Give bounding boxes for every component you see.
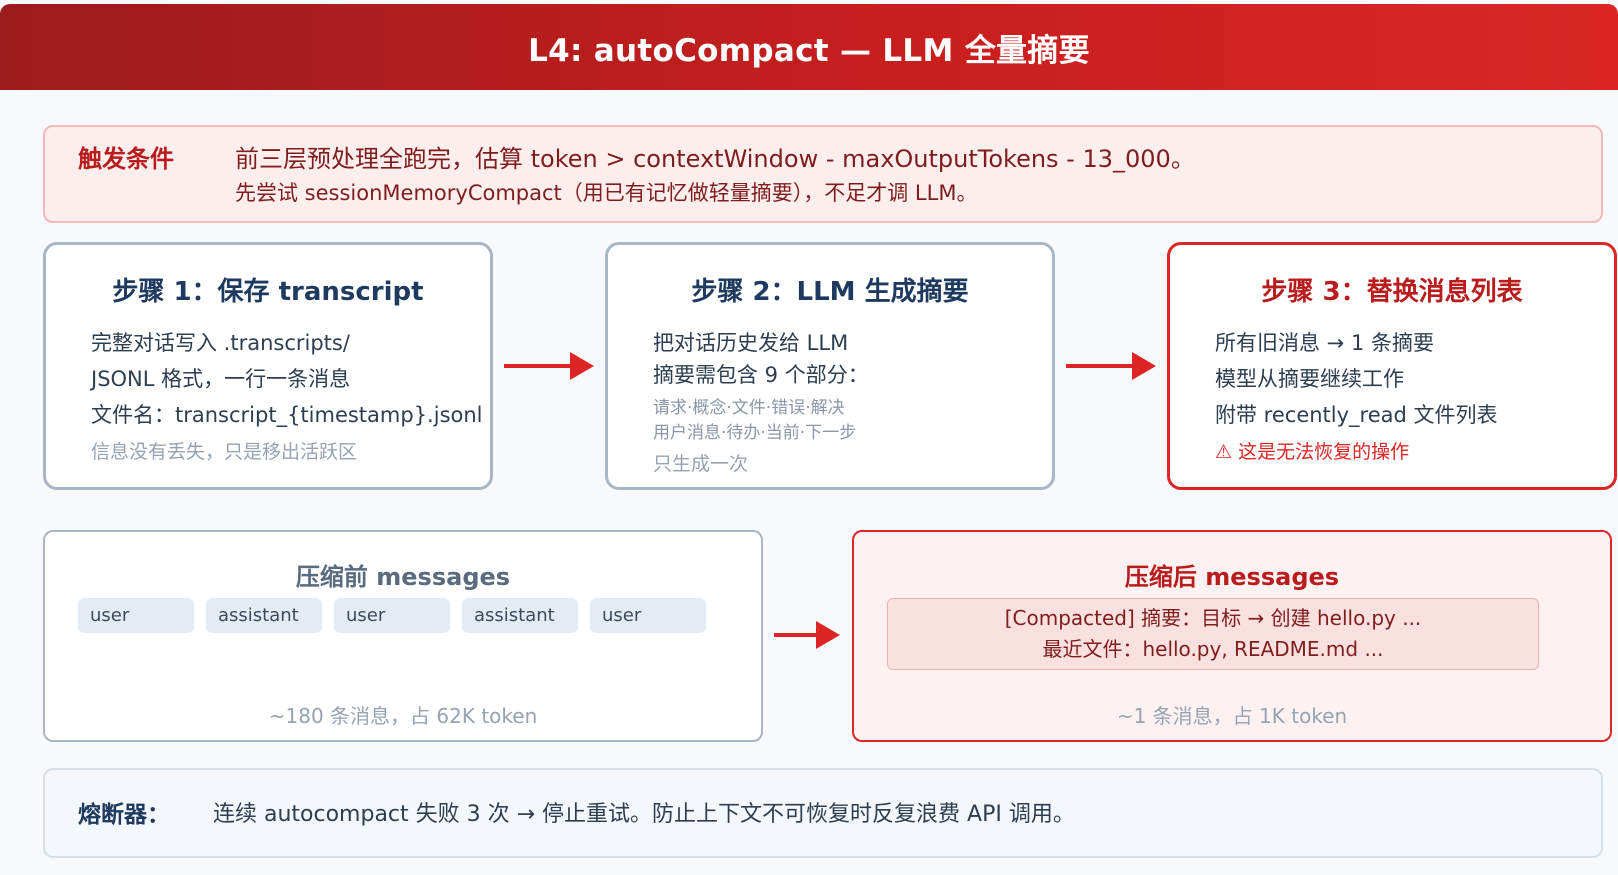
- before-footer: ~180 条消息，占 62K token: [268, 704, 538, 728]
- trigger-condition-box: 触发条件 前三层预处理全跑完，估算 token > contextWindow …: [43, 125, 1603, 223]
- compacted-summary-box: [Compacted] 摘要：目标 → 创建 hello.py ... 最近文件…: [887, 598, 1539, 670]
- message-chip-user: user: [590, 598, 706, 633]
- trigger-line-1: 前三层预处理全跑完，估算 token > contextWindow - max…: [235, 145, 1195, 173]
- message-chip-user: user: [78, 598, 194, 633]
- after-title: 压缩后 messages: [1124, 563, 1340, 591]
- step-2-line: 摘要需包含 9 个部分：: [653, 363, 869, 387]
- step-3-line: 模型从摘要继续工作: [1215, 367, 1404, 391]
- message-chip-user: user: [334, 598, 450, 633]
- arrow-step1-to-step2: [504, 352, 594, 380]
- step-2-sub-line: 请求·概念·文件·错误·解决: [653, 398, 845, 418]
- header-banner: L4: autoCompact — LLM 全量摘要: [0, 4, 1618, 90]
- step-3-line: 所有旧消息 → 1 条摘要: [1215, 331, 1434, 355]
- after-footer: ~1 条消息，占 1K token: [1116, 704, 1348, 728]
- step-1-line: 完整对话写入 .transcripts/: [91, 331, 350, 355]
- message-chip-row: user assistant user assistant user: [78, 598, 706, 633]
- step-3-line: 附带 recently_read 文件列表: [1215, 403, 1498, 427]
- arrow-before-to-after: [774, 621, 840, 649]
- step-2-note: 只生成一次: [653, 453, 749, 475]
- step-2-sub-line: 用户消息·待办·当前·下一步: [653, 423, 857, 443]
- step-1-card: 步骤 1：保存 transcript 完整对话写入 .transcripts/ …: [43, 242, 493, 490]
- step-3-title: 步骤 3：替换消息列表: [1261, 277, 1523, 307]
- step-1-line: 文件名：transcript_{timestamp}.jsonl: [91, 403, 483, 427]
- message-chip-assistant: assistant: [462, 598, 578, 633]
- step-2-card: 步骤 2：LLM 生成摘要 把对话历史发给 LLM 摘要需包含 9 个部分： 请…: [605, 242, 1055, 490]
- page-title: L4: autoCompact — LLM 全量摘要: [528, 32, 1090, 69]
- trigger-line-2: 先尝试 sessionMemoryCompact（用已有记忆做轻量摘要），不足才…: [235, 181, 978, 205]
- trigger-label: 触发条件: [78, 145, 174, 173]
- step-3-warning: ⚠ 这是无法恢复的操作: [1215, 441, 1410, 463]
- step-1-line: JSONL 格式，一行一条消息: [91, 367, 351, 391]
- step-1-note: 信息没有丢失，只是移出活跃区: [91, 441, 358, 463]
- step-2-line: 把对话历史发给 LLM: [653, 331, 849, 355]
- after-messages-panel: 压缩后 messages [Compacted] 摘要：目标 → 创建 hell…: [852, 530, 1612, 742]
- before-title: 压缩前 messages: [295, 563, 511, 591]
- arrow-step2-to-step3: [1066, 352, 1156, 380]
- step-2-title: 步骤 2：LLM 生成摘要: [691, 277, 969, 307]
- step-3-card: 步骤 3：替换消息列表 所有旧消息 → 1 条摘要 模型从摘要继续工作 附带 r…: [1167, 242, 1617, 490]
- summary-line-1: [Compacted] 摘要：目标 → 创建 hello.py ...: [1004, 606, 1422, 630]
- breaker-label: 熔断器：: [78, 802, 170, 828]
- step-1-title: 步骤 1：保存 transcript: [112, 277, 424, 307]
- breaker-text: 连续 autocompact 失败 3 次 → 停止重试。防止上下文不可恢复时反…: [213, 802, 1075, 827]
- circuit-breaker-box: 熔断器： 连续 autocompact 失败 3 次 → 停止重试。防止上下文不…: [43, 768, 1603, 858]
- before-messages-panel: 压缩前 messages user assistant user assista…: [43, 530, 763, 742]
- summary-line-2: 最近文件：hello.py, README.md ...: [1042, 637, 1384, 661]
- message-chip-assistant: assistant: [206, 598, 322, 633]
